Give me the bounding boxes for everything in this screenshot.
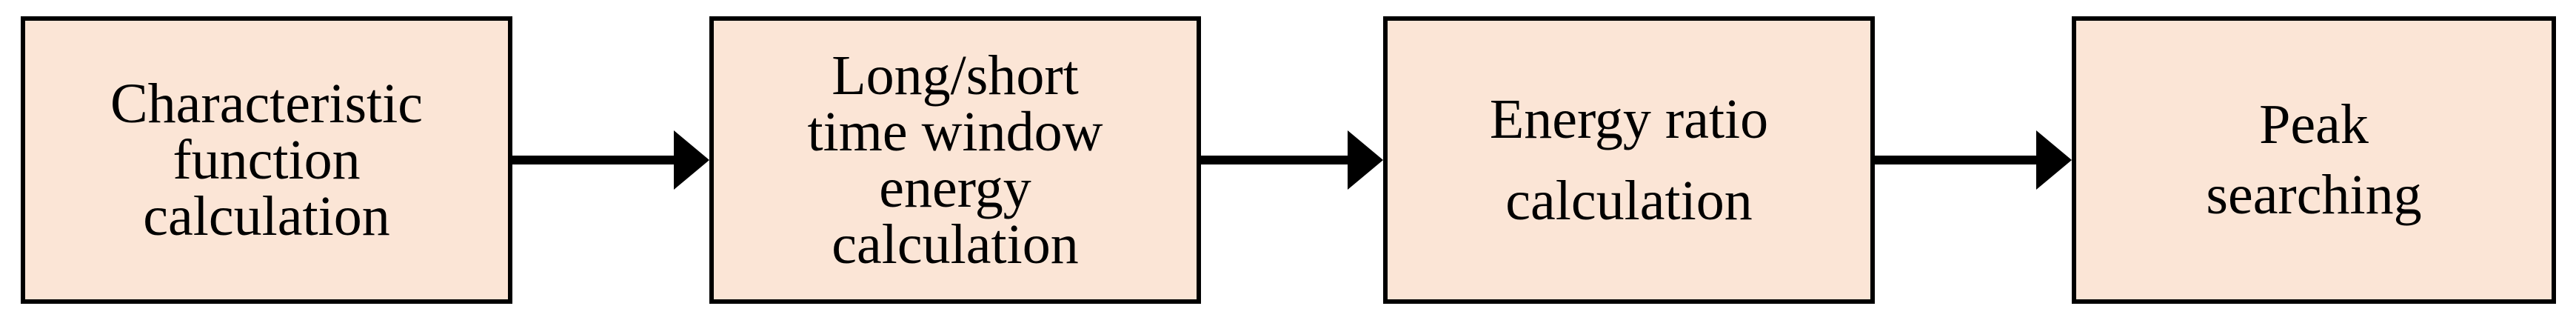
arrow-head-icon (674, 130, 709, 190)
arrow-shaft (1872, 156, 2039, 164)
arrow-connector (1198, 130, 1383, 190)
arrow-connector (509, 130, 709, 190)
step-label: Characteristic function calculation (110, 73, 423, 247)
arrow-shaft (1198, 156, 1351, 164)
arrow-shaft (509, 156, 677, 164)
arrow-head-icon (2036, 130, 2072, 190)
step-box-peak-searching: Peak searching (2072, 16, 2556, 304)
step-label: Long/short time window energy calculatio… (807, 44, 1103, 276)
step-label: Peak searching (2206, 93, 2422, 226)
step-box-energy-ratio-calculation: Energy ratio calculation (1383, 16, 1875, 304)
step-box-characteristic-function-calculation: Characteristic function calculation (21, 16, 512, 304)
step-box-long-short-time-window-energy-calculation: Long/short time window energy calculatio… (709, 16, 1201, 304)
step-label: Energy ratio calculation (1489, 87, 1769, 232)
arrow-connector (1872, 130, 2072, 190)
arrow-head-icon (1348, 130, 1383, 190)
